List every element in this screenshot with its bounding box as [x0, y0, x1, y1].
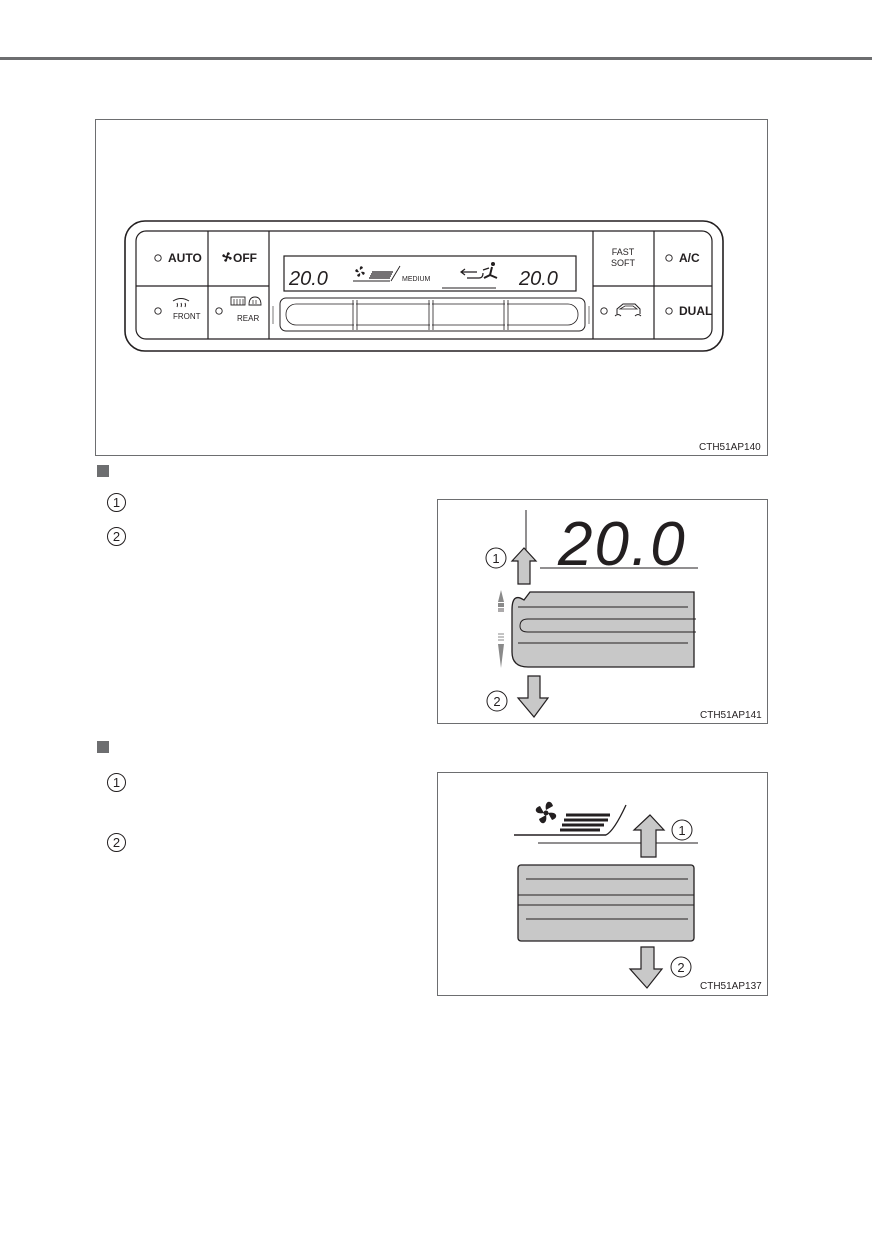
- arrow-up-icon: [510, 547, 538, 585]
- temperature-illustration: 20.0 1 2: [485, 510, 698, 718]
- front-defrost-label[interactable]: FRONT: [173, 312, 201, 321]
- front-defrost-led: [154, 307, 162, 315]
- callout-1: 1: [492, 551, 499, 566]
- dual-button[interactable]: DUAL: [679, 304, 712, 318]
- fan-speed-illustration: 1 2: [514, 801, 698, 989]
- rear-defog-led: [215, 307, 223, 315]
- fan-icon: [535, 801, 557, 824]
- step-marker-2: 2: [107, 527, 126, 546]
- fan-icon: [222, 252, 232, 262]
- rear-defog-label[interactable]: REAR: [237, 314, 259, 323]
- recirc-led: [600, 307, 608, 315]
- ac-led: [665, 254, 673, 262]
- defroster-icon: [172, 298, 190, 308]
- top-rule: [0, 57, 872, 60]
- fan-off-button[interactable]: OFF: [233, 251, 257, 265]
- soft-label[interactable]: SOFT: [611, 258, 636, 268]
- callout-2: 2: [493, 694, 500, 709]
- arrow-up-icon: [632, 814, 666, 858]
- section-marker: [97, 741, 109, 753]
- auto-led: [154, 254, 162, 262]
- fan-speed-label: MEDIUM: [402, 276, 431, 283]
- car-outline-icon: [614, 303, 642, 317]
- recirculation-icon: [460, 268, 484, 279]
- display-temp-right: 20.0: [518, 268, 558, 290]
- callout-1: 1: [678, 823, 685, 838]
- ac-button[interactable]: A/C: [679, 251, 700, 265]
- arrow-down-icon: [628, 946, 664, 989]
- figure-code: CTH51AP141: [700, 710, 762, 721]
- control-panel-illustration: AUTO OFF FRONT REAR FAST SOFT A/C DUAL: [124, 220, 724, 352]
- rear-defogger-icon: [230, 296, 246, 306]
- display-temp-left: 20.0: [288, 268, 328, 290]
- dual-led: [665, 307, 673, 315]
- arrow-down-icon: [516, 675, 550, 718]
- step-marker-2: 2: [107, 833, 126, 852]
- temperature-control-figure: 20.0 1 2 CTH51AP141: [437, 499, 768, 724]
- step-marker-1: 1: [107, 493, 126, 512]
- figure-code: CTH51AP137: [700, 981, 762, 992]
- fast-label[interactable]: FAST: [612, 247, 635, 257]
- section-marker: [97, 465, 109, 477]
- callout-2: 2: [677, 960, 684, 975]
- mirror-defogger-icon: [248, 296, 262, 306]
- auto-button[interactable]: AUTO: [168, 251, 202, 265]
- fan-speed-control-figure: 1 2 CTH51AP137: [437, 772, 768, 996]
- figure-code: CTH51AP140: [699, 442, 761, 453]
- control-panel-figure: AUTO OFF FRONT REAR FAST SOFT A/C DUAL: [95, 119, 768, 456]
- fan-speed-bars-icon: [353, 265, 401, 282]
- step-marker-1: 1: [107, 773, 126, 792]
- temp-readout: 20.0: [557, 510, 687, 579]
- airflow-mode-icon: [482, 262, 498, 279]
